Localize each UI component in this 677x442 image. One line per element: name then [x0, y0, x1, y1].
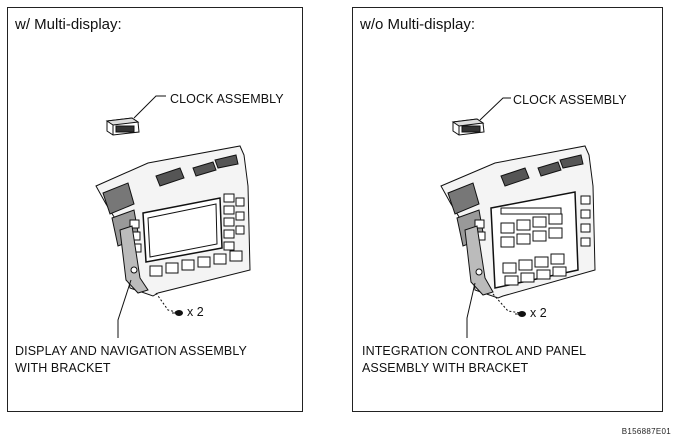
assembly-label-line-2: ASSEMBLY WITH BRACKET [362, 361, 529, 375]
assembly-label-line-2: WITH BRACKET [15, 361, 111, 375]
assembly-leader-line [466, 282, 476, 338]
screw-quantity: x 2 [530, 306, 547, 320]
panel-heading: w/ Multi-display: [15, 16, 122, 33]
illustration-display-navigation [95, 95, 251, 338]
panel-without-multi-display: w/o Multi-display: [352, 7, 663, 412]
screw-guide-line [155, 292, 181, 314]
assembly-label-line-1: INTEGRATION CONTROL AND PANEL [362, 344, 587, 358]
screw-icon [172, 310, 183, 316]
screw-quantity: x 2 [187, 305, 204, 319]
integration-control-unit [440, 145, 596, 299]
clock-assembly-label: CLOCK ASSEMBLY [513, 93, 627, 107]
clock-assembly-label: CLOCK ASSEMBLY [170, 92, 284, 106]
figure-id: B156887E01 [621, 427, 671, 436]
panel-with-multi-display: w/ Multi-display: [7, 7, 303, 412]
clock-leader-line [479, 97, 511, 121]
clock-assembly-part [105, 117, 140, 136]
clock-leader-line [133, 95, 166, 119]
illustration-integration-control [440, 97, 596, 338]
panel-heading: w/o Multi-display: [360, 16, 476, 33]
display-navigation-unit [95, 145, 251, 297]
assembly-label-line-1: DISPLAY AND NAVIGATION ASSEMBLY [15, 344, 247, 358]
screw-icon [515, 311, 526, 317]
clock-assembly-part [451, 118, 485, 136]
assembly-leader-line [117, 279, 132, 338]
